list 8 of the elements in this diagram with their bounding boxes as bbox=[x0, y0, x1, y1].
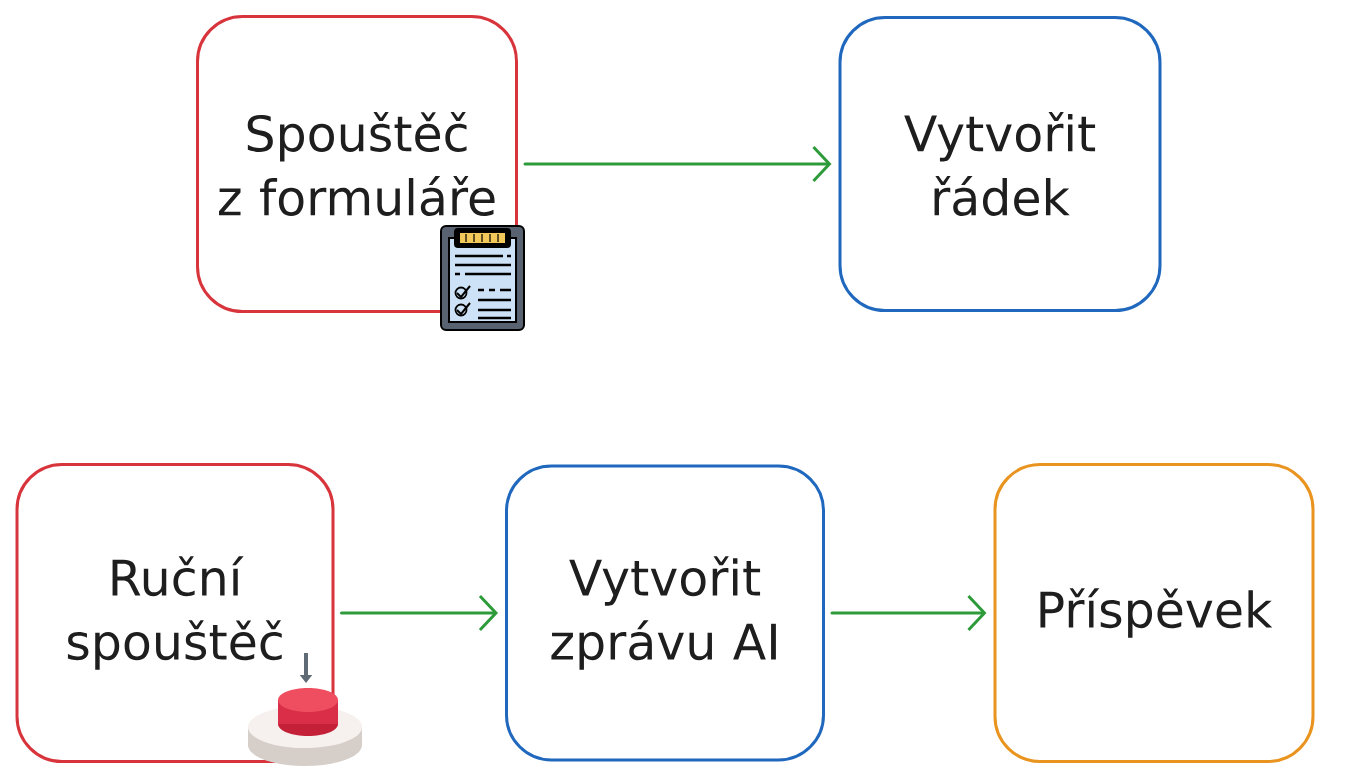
arrow bbox=[523, 145, 832, 183]
process-box: Vytvořit řádek bbox=[838, 16, 1162, 312]
arrow bbox=[340, 594, 498, 631]
arrow bbox=[830, 594, 987, 631]
process-box: Příspěvek bbox=[993, 463, 1315, 763]
process-box: Spouštěč z formuláře bbox=[196, 15, 518, 313]
process-box: Vytvořit zprávu AI bbox=[505, 464, 825, 762]
process-box: Ruční spouštěč bbox=[15, 463, 335, 763]
